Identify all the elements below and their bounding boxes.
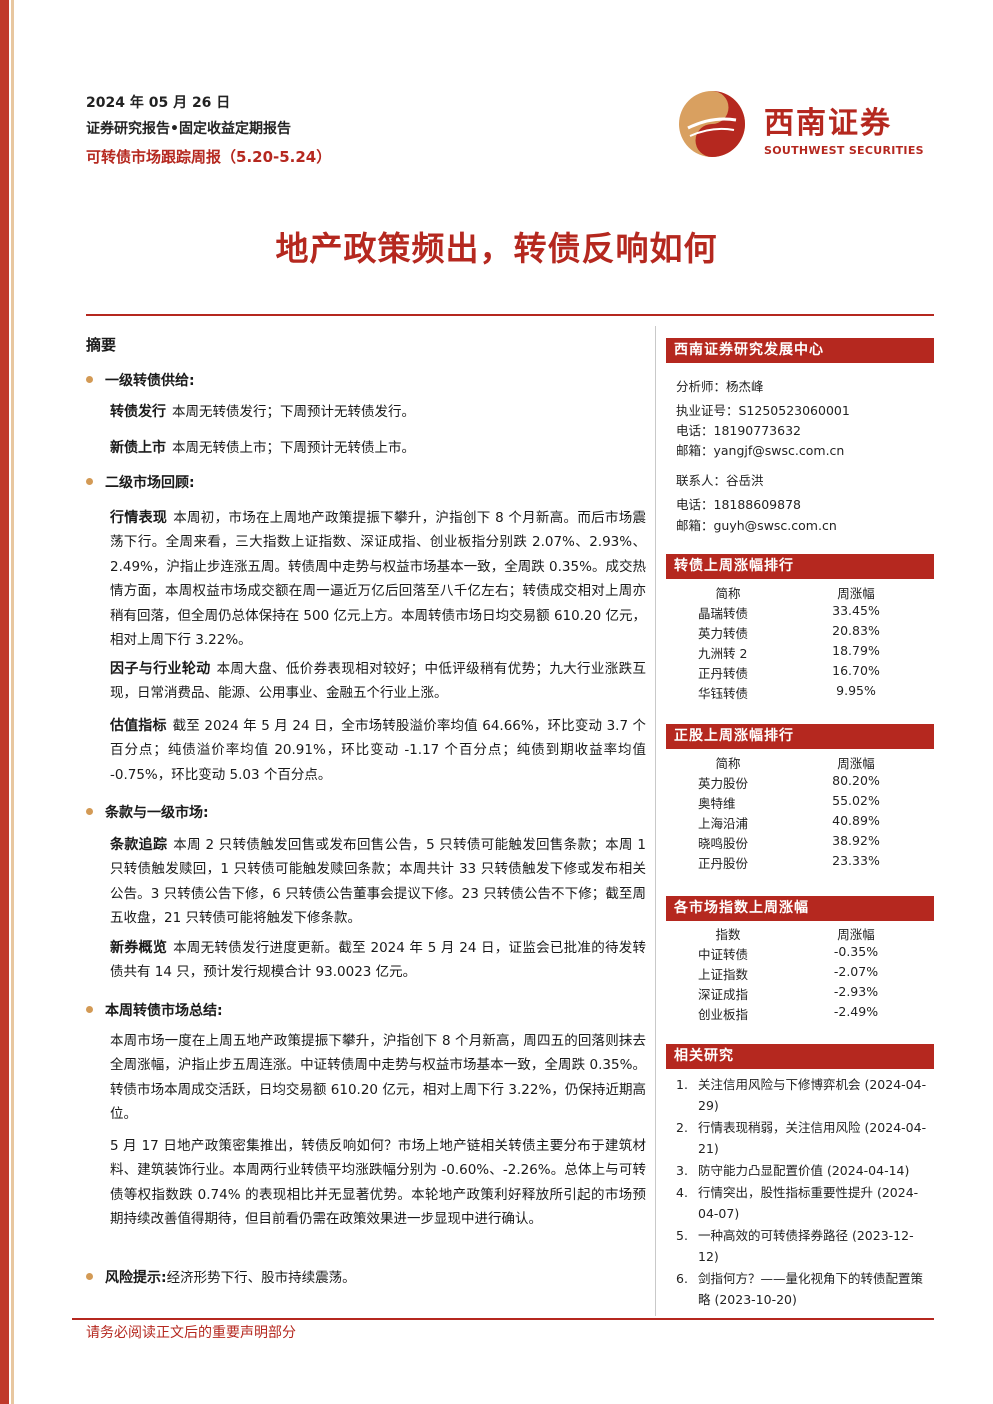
- logo-chinese-name: 西南证券: [764, 106, 892, 141]
- table3-header: 各市场指数上周涨幅: [666, 896, 934, 921]
- para-new-bonds: 新券概览本周无转债发行进度更新。截至 2024 年 5 月 24 日，证监会已批…: [110, 940, 647, 981]
- para-summary-1: 本周市场一度在上周五地产政策提振下攀升，沪指创下 8 个月新高，周四五的回落则抹…: [110, 1033, 646, 1123]
- abstract-heading: 摘要: [86, 336, 117, 354]
- table2-colheads: 简称周涨幅: [715, 756, 875, 771]
- bullet-icon: [86, 375, 93, 383]
- sidebar-center-header: 西南证券研究发展中心: [666, 338, 934, 363]
- para-issuance: 转债发行本周无转债发行；下周预计无转债发行。: [110, 404, 415, 420]
- table1-header: 转债上周涨幅排行: [666, 554, 934, 579]
- para-factor-rotation: 因子与行业轮动本周大盘、低价券表现相对较好；中低评级稍有优势；九大行业涨跌互现，…: [110, 661, 647, 702]
- table-row: 中证转债-0.35%: [698, 944, 879, 962]
- report-date: 2024 年 05 月 26 日: [86, 95, 231, 111]
- para-valuation: 估值指标截至 2024 年 5 月 24 日，全市场转股溢价率均值 64.66%…: [110, 718, 646, 783]
- page-title: 地产政策频出，转债反响如何: [275, 229, 718, 268]
- section-risk: 风险提示:经济形势下行、股市持续震荡。: [86, 1266, 356, 1287]
- section-weekly-summary: 本周转债市场总结:: [86, 1000, 223, 1020]
- report-type: 证券研究报告•固定收益定期报告: [86, 121, 291, 137]
- column-divider: [655, 326, 656, 1316]
- section-secondary-review: 二级市场回顾:: [86, 472, 195, 492]
- title-divider: [86, 314, 934, 316]
- footer-divider: [72, 1318, 934, 1320]
- bullet-icon: [86, 1272, 93, 1280]
- table2-header: 正股上周涨幅排行: [666, 724, 934, 749]
- analyst-name: 分析师：杨杰峰: [676, 379, 764, 394]
- para-listing: 新债上市本周无转债上市；下周预计无转债上市。: [110, 440, 415, 456]
- table3-colheads: 指数周涨幅: [715, 927, 875, 942]
- company-logo: 西南证券 SOUTHWEST SECURITIES: [678, 90, 938, 170]
- bullet-icon: [86, 1005, 93, 1013]
- left-accent-bar: [0, 0, 9, 1404]
- section-primary-supply: 一级转债供给:: [86, 370, 195, 390]
- para-market-performance: 行情表现本周初，市场在上周地产政策提振下攀升，沪指创下 8 个月新高。而后市场震…: [110, 510, 647, 649]
- footer-disclaimer: 请务必阅读正文后的重要声明部分: [86, 1325, 296, 1341]
- analyst-email[interactable]: 邮箱：yangjf@swsc.com.cn: [676, 443, 845, 458]
- table-row: 上证指数-2.07%: [698, 964, 879, 982]
- bullet-icon: [86, 807, 93, 815]
- left-accent-stripe: [11, 0, 14, 1404]
- logo-english-name: SOUTHWEST SECURITIES: [764, 144, 924, 157]
- table-row: 深证成指-2.93%: [698, 984, 879, 1002]
- section-terms-primary: 条款与一级市场:: [86, 802, 209, 822]
- logo-emblem-icon: [679, 91, 745, 157]
- table-row: 创业板指-2.49%: [698, 1004, 879, 1022]
- related-research-header: 相关研究: [666, 1044, 934, 1069]
- contact-phone: 电话：18188609878: [676, 497, 801, 512]
- table1-colheads: 简称周涨幅: [715, 586, 875, 601]
- para-terms-tracking: 条款追踪本周 2 只转债触发回售或发布回售公告，5 只转债可能触发回售条款；本周…: [110, 837, 647, 927]
- para-summary-2: 5 月 17 日地产政策密集推出，转债反响如何？市场上地产链相关转债主要分布于建…: [110, 1138, 646, 1228]
- bullet-icon: [86, 477, 93, 485]
- analyst-phone: 电话：18190773632: [676, 423, 801, 438]
- report-subtitle: 可转债市场跟踪周报（5.20-5.24）: [86, 148, 332, 166]
- contact-email[interactable]: 邮箱：guyh@swsc.com.cn: [676, 518, 837, 533]
- analyst-cert: 执业证号：S1250523060001: [676, 403, 850, 418]
- contact-name: 联系人：谷岳洪: [676, 473, 764, 488]
